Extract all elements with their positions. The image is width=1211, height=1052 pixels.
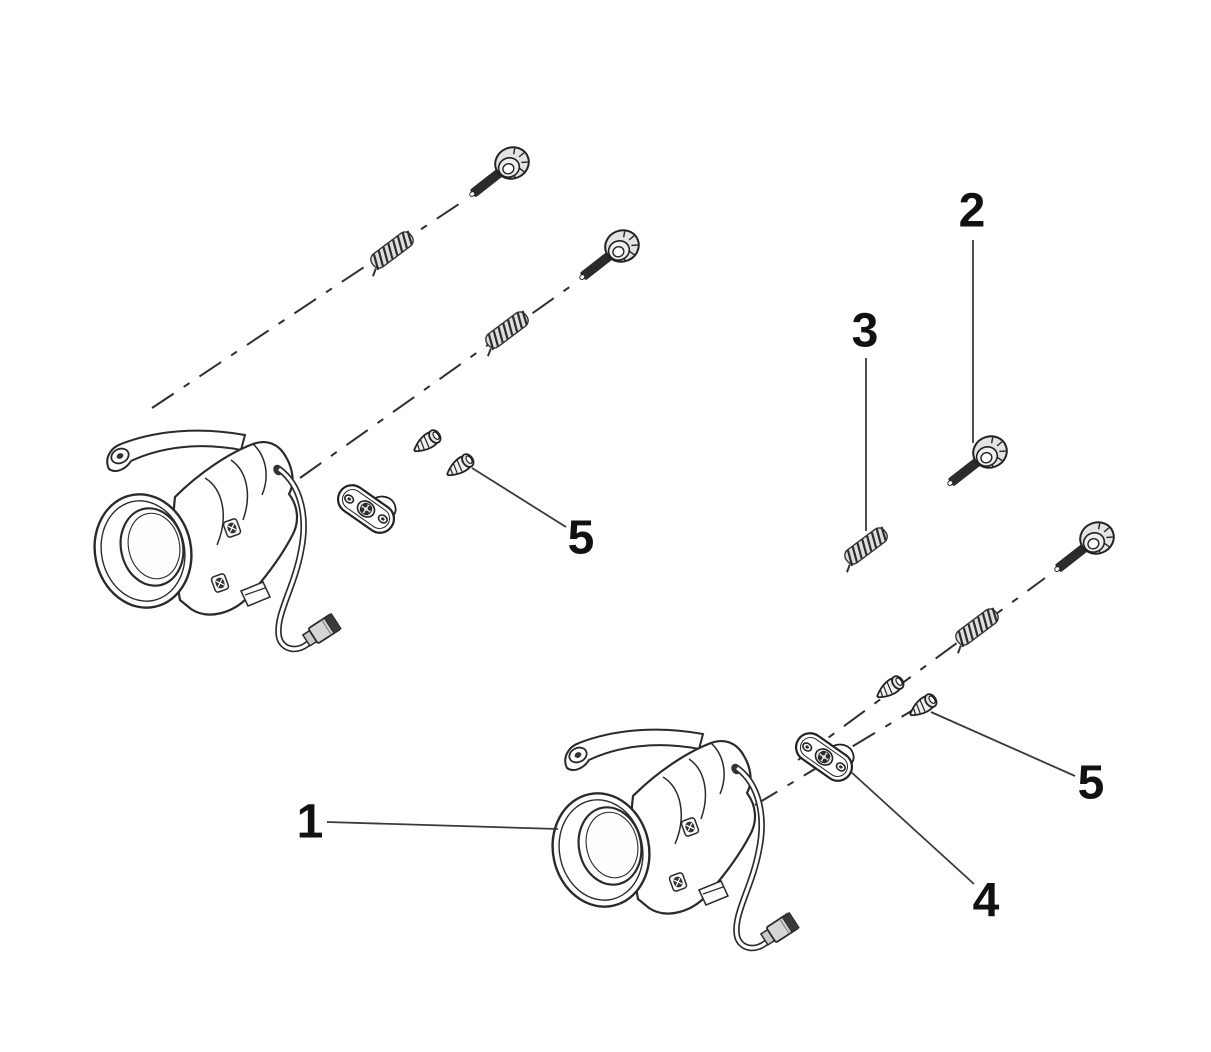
alignment-axis-line [797,577,1046,761]
tapping-screw [872,672,907,704]
tapping-screw [409,426,444,458]
mounting-plate [331,472,406,540]
callout-leader-5-upper [471,467,567,528]
alignment-axis-line [151,201,463,409]
adjuster-knob-screw [465,141,535,202]
mounting-plate-callout-4 [789,720,864,788]
callout-leader-5-lower [930,711,1076,777]
headlamp-assembly-upper [84,431,341,649]
callout-label-5-upper: 5 [568,512,595,565]
callout-label-2: 2 [959,185,986,238]
compression-spring [476,308,533,358]
compression-spring [946,605,1003,655]
callout-leader-1 [326,821,559,830]
adjuster-knob-screw [1050,516,1120,577]
callout-label-1: 1 [297,796,324,849]
tapping-screw-callout-5-upper [442,450,477,482]
headlamp-assembly-lower [542,730,799,948]
callout-label-4: 4 [973,875,1000,928]
compression-spring-callout-3 [835,524,892,574]
callout-leader-4 [849,770,975,885]
callout-label-5-lower: 5 [1078,757,1105,810]
tapping-screw-callout-5-lower [905,690,940,722]
callout-label-3: 3 [852,305,879,358]
alignment-axis-line [299,280,579,479]
adjuster-knob-screw-callout-2 [943,430,1013,491]
adjuster-knob-screw [575,224,645,285]
compression-spring [361,228,418,278]
